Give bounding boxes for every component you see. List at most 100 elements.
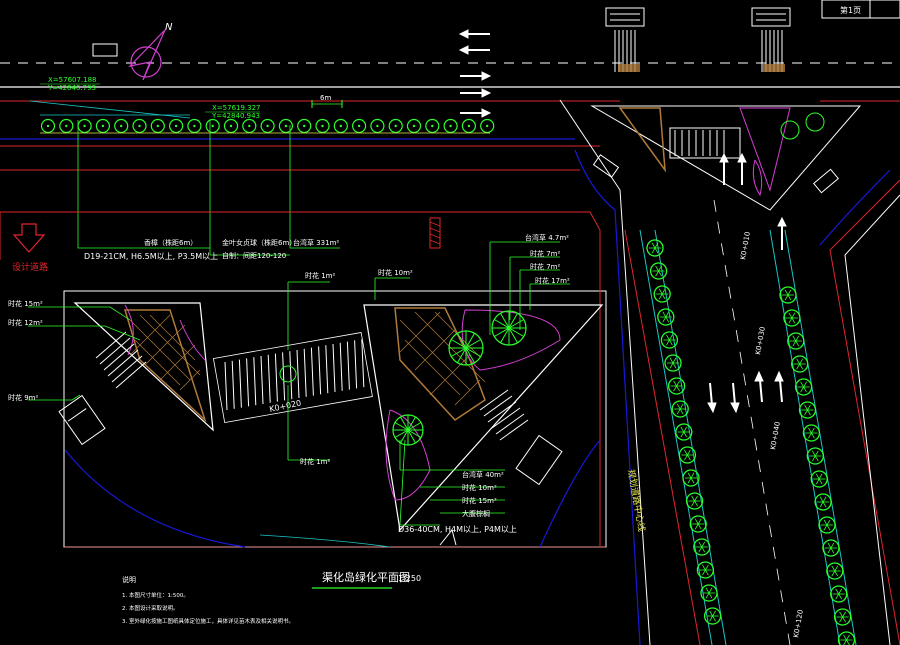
road-tree-icon	[653, 285, 671, 303]
right-top-label-2: 时花 7m²	[530, 249, 560, 258]
center-zebra	[224, 339, 365, 411]
road-tree-icon	[664, 354, 682, 372]
palm-tree-icon	[392, 414, 424, 446]
road-tree-icon	[822, 539, 840, 557]
street-tree-icon	[132, 118, 147, 134]
center-label-2: 时花 10m²	[378, 268, 413, 277]
street-tree-icon	[425, 118, 440, 134]
road-tree-icon	[791, 355, 809, 373]
center-zebra-frame	[212, 332, 373, 424]
street-tree-icon	[461, 118, 476, 134]
street-tree-icon	[388, 118, 403, 134]
sheet-label-box	[821, 0, 900, 19]
road-tree-icon	[798, 401, 817, 419]
street-tree-icon	[242, 118, 257, 134]
left-island	[73, 302, 214, 432]
road-tree-icon	[685, 492, 704, 510]
lane-arrows-top	[458, 29, 492, 118]
road-tree-icon	[814, 493, 832, 511]
road-tree-icon	[810, 470, 828, 488]
top-crosswalk-1	[605, 7, 645, 27]
street-tree-icon	[260, 118, 275, 134]
right-car-icon	[515, 434, 563, 486]
road-tree-icon	[806, 447, 824, 465]
coord-2-y: Y=42840.943	[211, 112, 260, 120]
right-top-label-1: 台湾草 4.7m²	[525, 233, 569, 242]
right-zebra	[479, 389, 529, 441]
road-tree-icon	[818, 516, 836, 534]
road-tree-icon	[794, 378, 813, 396]
right-top-label-4: 时花 17m²	[535, 276, 570, 285]
turn-arrows	[719, 152, 787, 250]
street-tree-icon	[205, 118, 220, 134]
left-label-2: 时花 12m²	[8, 318, 43, 327]
callout-grass: 台湾草 331m²	[293, 238, 339, 247]
palm-tree-icon	[491, 310, 527, 346]
note-3: 3. 室外绿化按施工图纸具体定位施工，具体详见苗木表及相关说明书。	[122, 617, 294, 625]
notes-title: 说明	[122, 575, 136, 584]
coord-1-x: X=57607.188	[48, 76, 97, 84]
street-tree-icon	[278, 118, 293, 134]
drawing-title: 渠化岛绿化平面图	[322, 570, 410, 584]
road-tree-icon	[689, 515, 707, 533]
detail-frame	[63, 290, 607, 548]
coord-1-y: Y=42840.793	[47, 84, 96, 92]
palm-trees	[392, 310, 527, 446]
right-bottom-label-1: 台湾草 40m²	[462, 470, 504, 479]
street-tree-icon	[59, 118, 74, 134]
left-label-3: 时花 9m²	[8, 393, 38, 402]
station-k0120: K0+120	[792, 609, 805, 638]
road-tree-row	[646, 239, 856, 645]
road-tree-icon	[833, 608, 852, 626]
road-tree-icon	[660, 331, 679, 349]
center-label-3: 时花 1m²	[300, 457, 330, 466]
street-tree-strip	[40, 118, 495, 134]
center-label-1: 时花 1m²	[305, 271, 335, 280]
north-arrow-icon: N	[128, 22, 173, 81]
street-tree-icon	[223, 118, 239, 134]
center-lane-arrows	[707, 370, 784, 414]
street-tree-icon	[150, 118, 165, 134]
left-label-1: 时花 15m²	[8, 299, 43, 308]
street-tree-icon	[187, 118, 202, 134]
north-label: N	[165, 22, 173, 33]
street-tree-icon	[114, 118, 129, 134]
station-k0030: K0+030	[754, 326, 767, 355]
callout-row-2: 自制：间距120-120	[222, 251, 286, 260]
road-tree-icon	[696, 561, 715, 579]
road-tree-icon	[671, 400, 689, 418]
road-name-vertical: 规划道路中心线	[625, 468, 648, 532]
upper-right-island	[590, 105, 862, 211]
street-tree-icon	[40, 118, 56, 134]
road-tree-icon	[787, 332, 805, 350]
right-top-label-3: 时花 7m²	[530, 262, 560, 271]
street-tree-icon	[480, 118, 495, 134]
street-tree-icon	[169, 118, 184, 134]
tree-spec-2: D36-40CM, H4M以上, P4M以上	[398, 525, 517, 534]
street-tree-icon	[77, 118, 92, 134]
car-icons	[592, 154, 839, 194]
road-tree-icon	[646, 239, 664, 257]
right-bottom-label-2: 时花 10m²	[462, 483, 497, 492]
street-tree-icon	[443, 118, 458, 134]
right-bottom-label-4: 大腹棕榈	[462, 509, 490, 518]
road-tree-icon	[783, 309, 801, 327]
road-tree-icon	[675, 423, 693, 441]
road-tree-icon	[830, 585, 848, 603]
design-red-line-label: 设计道路	[12, 261, 48, 273]
street-tree-icon	[95, 118, 111, 134]
road-tree-icon	[700, 584, 718, 602]
road-tree-icon	[826, 562, 844, 580]
street-tree-icon	[333, 118, 348, 134]
road-tree-icon	[678, 446, 697, 464]
spacing-label: 6m	[320, 94, 331, 102]
callout-tree-1: 香樟（株距6m）	[144, 238, 197, 247]
road-tree-icon	[703, 607, 722, 625]
callout-leaders	[77, 120, 340, 256]
left-car-icon	[58, 394, 106, 446]
street-tree-icon	[315, 118, 330, 134]
street-tree-icon	[297, 118, 312, 134]
road-tree-icon	[657, 308, 675, 326]
